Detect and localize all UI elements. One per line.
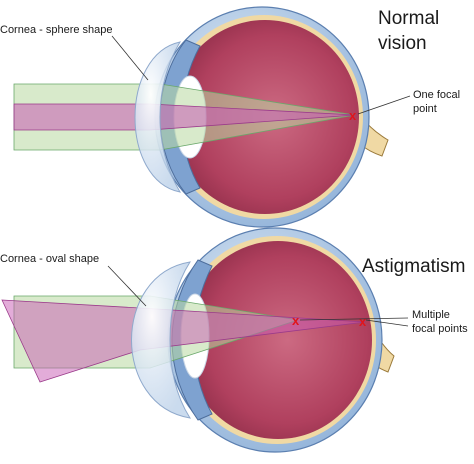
magenta-light-beam <box>13 103 356 131</box>
focal-point-marker: x <box>349 108 357 123</box>
cornea-label: Cornea - oval shape <box>0 253 99 265</box>
cornea <box>131 261 192 419</box>
focus-label-line-2: focal points <box>412 323 468 335</box>
focal-point-marker-near: x <box>292 313 300 328</box>
vitreous-body <box>184 241 372 439</box>
focus-label-line-1: Multiple <box>412 309 450 321</box>
focus-label-line-2: point <box>413 103 437 115</box>
astigmatism-eye: x x <box>1 227 395 453</box>
focus-leader-line-far <box>365 319 409 327</box>
cornea-leader-line <box>111 35 149 81</box>
title-line-2: vision <box>378 33 427 54</box>
focus-label-line-1: One focal <box>413 89 460 101</box>
cornea-label: Cornea - sphere shape <box>0 24 113 36</box>
focal-point-marker-far: x <box>359 314 367 329</box>
focus-leader-line-near <box>299 317 409 321</box>
cornea <box>134 41 182 193</box>
focus-leader-line <box>357 95 411 115</box>
normal-vision-eye: x <box>13 6 389 228</box>
title-line-1: Astigmatism <box>362 256 465 277</box>
magenta-light-beam <box>1 299 366 383</box>
cornea-leader-line <box>107 265 147 307</box>
title-line-1: Normal <box>378 8 439 29</box>
